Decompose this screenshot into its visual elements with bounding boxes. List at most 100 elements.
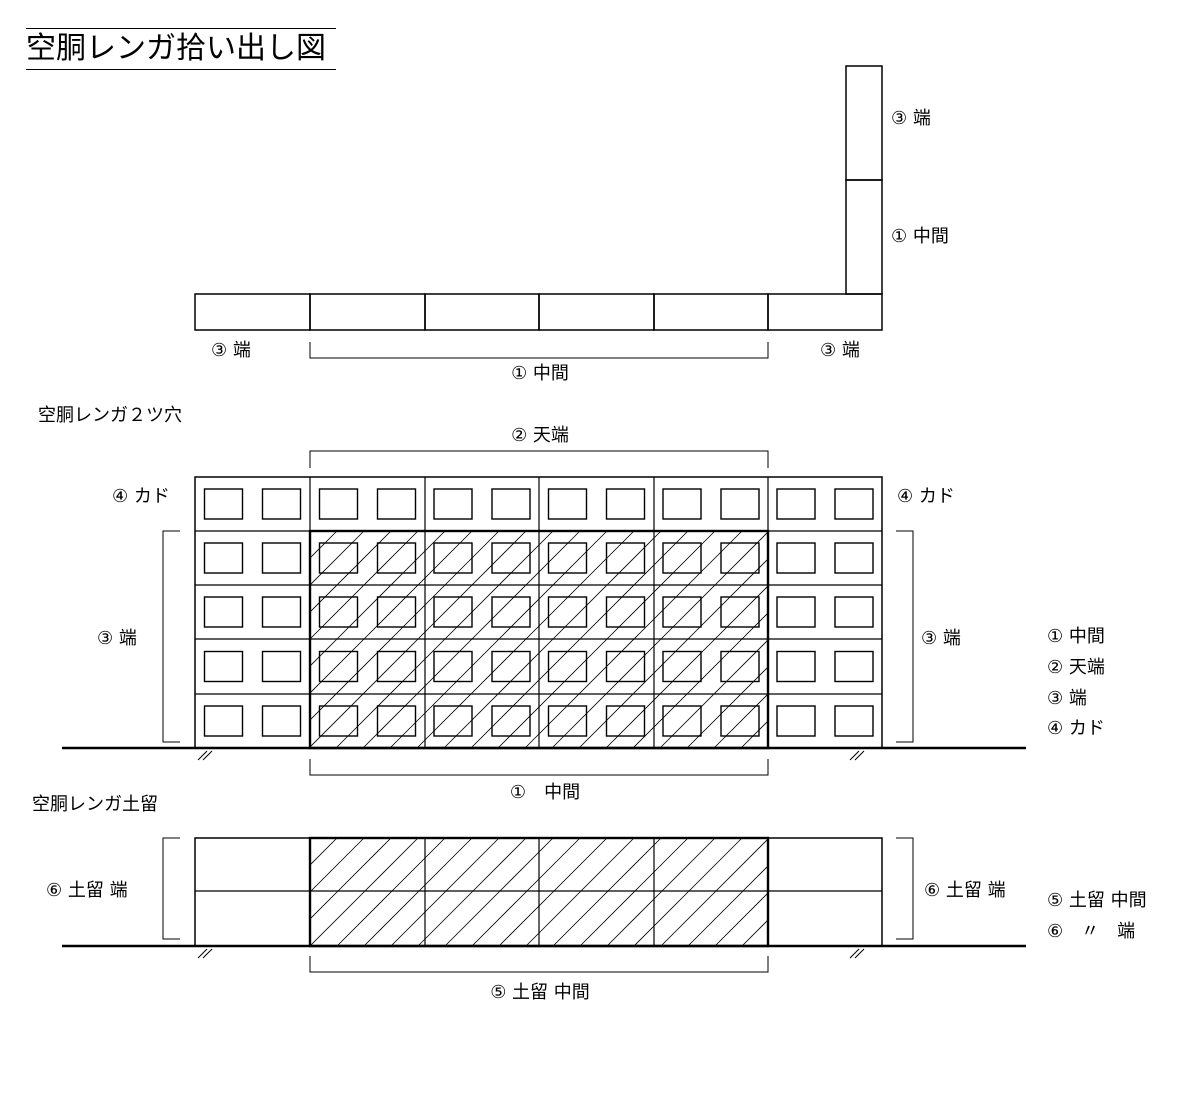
brick-hole [203, 650, 244, 683]
brick-hole [547, 542, 588, 574]
brick-hole [834, 705, 874, 737]
hatch-line [310, 531, 365, 586]
hatch-line [336, 838, 446, 946]
brick-hole [605, 705, 646, 737]
ground-mark-right [849, 750, 865, 761]
brick-hole [491, 488, 531, 520]
retaining-wall [62, 836, 1026, 973]
hatch-line [471, 838, 581, 946]
brick-hole [662, 488, 702, 520]
hatch-line [417, 838, 527, 946]
wall-right-bracket [896, 530, 914, 743]
plan-brick [767, 293, 883, 331]
plan-brick [309, 293, 426, 331]
plan-vertical-brick-middle [845, 179, 883, 295]
ground-mark-left [197, 750, 213, 761]
hatch-line [310, 531, 419, 640]
brick-hole [605, 596, 646, 628]
brick-hole [203, 705, 244, 737]
brick-hole [834, 542, 874, 574]
title-underline [26, 28, 336, 29]
wall-label-top: ② 天端 [511, 425, 569, 446]
hatch-line [310, 838, 365, 893]
hatch-line [310, 838, 311, 839]
brick-hole [547, 596, 588, 628]
brick-hole [662, 596, 702, 628]
plan-label-vertical-middle: ① 中間 [891, 226, 949, 247]
plan-label-left-end: ③ 端 [211, 340, 251, 361]
brick-hole [376, 705, 417, 737]
brick-hole [261, 596, 302, 628]
brick-hole [776, 705, 816, 737]
retain-legend-item: ⑥ 〃 端 [1047, 921, 1136, 942]
brick-hole [662, 705, 702, 737]
brick-hole [433, 542, 473, 574]
brick-hole [662, 650, 702, 683]
hatch-line [606, 838, 716, 946]
brick-hole [720, 542, 760, 574]
hatch-line [659, 639, 768, 748]
brick-hole [261, 705, 302, 737]
brick-hole [491, 705, 531, 737]
brick-hole [318, 650, 359, 683]
brick-hole [491, 596, 531, 628]
retain-legend-item: ⑤ 土留 中間 [1047, 890, 1147, 911]
section-title-retaining: 空胴レンガ土留 [32, 794, 158, 815]
brick-hole [491, 542, 531, 574]
retain-label-side-right: ⑥ 土留 端 [924, 880, 1006, 901]
page-title: 空胴レンガ拾い出し図 [26, 31, 326, 66]
brick-hole [376, 488, 417, 520]
hatch-line [823, 838, 931, 946]
title-underline [26, 69, 336, 70]
plan-brick [424, 293, 540, 331]
brick-hole [662, 542, 702, 574]
retain-courses [195, 838, 882, 946]
brick-hole [834, 650, 874, 683]
hatch-line [714, 892, 768, 946]
brick-hole [491, 650, 531, 683]
wall-legend-item: ④ カド [1047, 718, 1105, 739]
brick-hole [547, 488, 588, 520]
brick-hole [203, 596, 244, 628]
brick-hole [433, 488, 473, 520]
brick-hole [376, 650, 417, 683]
retain-label-bottom: ⑤ 土留 中間 [490, 982, 590, 1003]
ground-mark-right [849, 948, 865, 959]
ground-mark-left [197, 948, 213, 959]
hatch-line [310, 838, 338, 866]
hatch-line [444, 838, 554, 946]
brick-hole [203, 542, 244, 574]
brick-hole [376, 542, 417, 574]
hatch-line [525, 838, 635, 946]
plan-label-middle: ① 中間 [511, 363, 569, 384]
hatch-line [390, 838, 500, 946]
hatch-line [686, 666, 768, 748]
brick-hole [776, 542, 816, 574]
retain-left-bracket [162, 837, 180, 940]
brick-hole [203, 488, 244, 520]
wall-bottom-bracket [309, 759, 769, 776]
section-title-two-hole: 空胴レンガ２ツ穴 [38, 405, 182, 426]
two-hole-wall [62, 450, 1147, 776]
plan-view [194, 65, 883, 359]
brick-hole [547, 650, 588, 683]
wall-label-corner-left: ④ カド [112, 486, 170, 507]
brick-hole [261, 650, 302, 683]
brick-hole [261, 542, 302, 574]
retain-bottom-bracket [309, 956, 769, 973]
hatch-line [741, 919, 768, 946]
hatch-line [552, 838, 662, 946]
hatch-line [363, 838, 473, 946]
wall-legend-item: ② 天端 [1047, 657, 1105, 678]
wall-label-side-left: ③ 端 [97, 628, 137, 649]
brick-hole [318, 596, 359, 628]
brick-hole [776, 488, 816, 520]
wall-legend-item: ① 中間 [1047, 626, 1105, 647]
wall-courses [195, 477, 882, 748]
plan-brick [194, 293, 311, 331]
brick-hole [776, 650, 816, 683]
hatch-line [930, 531, 1147, 748]
brick-hole [720, 596, 760, 628]
